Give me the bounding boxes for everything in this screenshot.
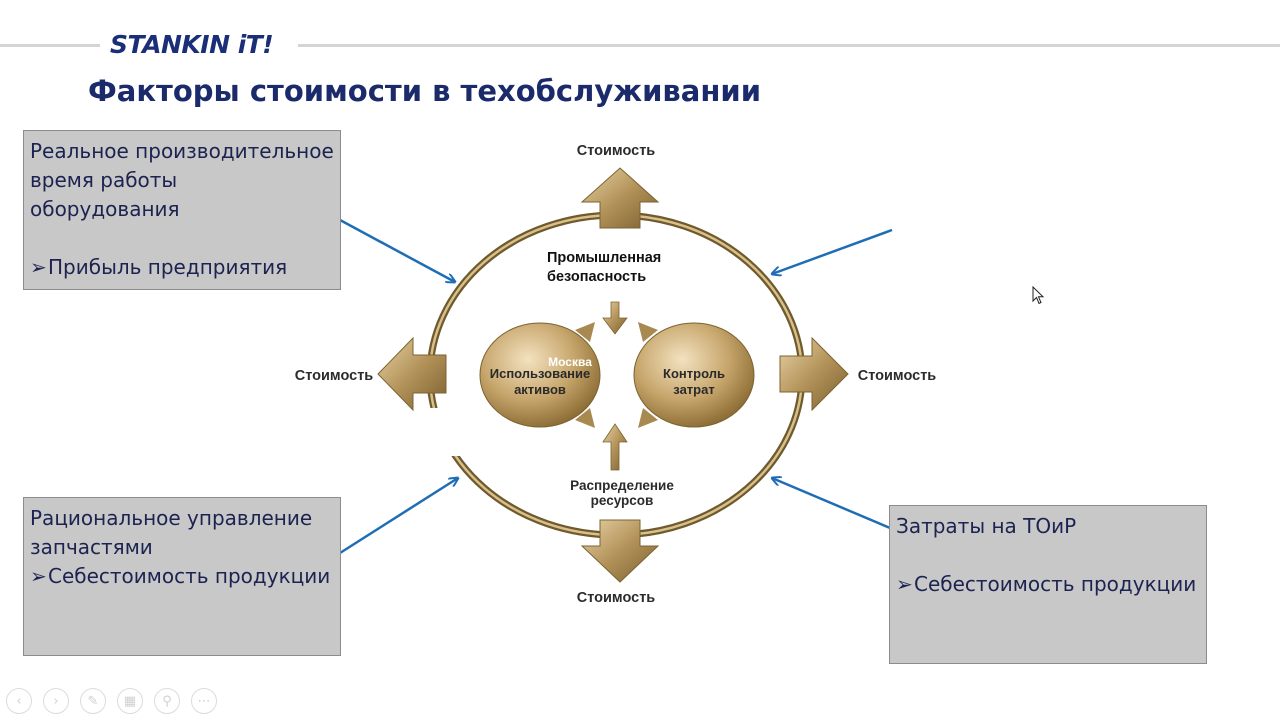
box-line: оборудования xyxy=(30,197,180,221)
pen-icon[interactable]: ✎ xyxy=(80,688,106,714)
safety-label-line1: Промышленная xyxy=(547,250,661,266)
box-bullet-text: Себестоимость продукции xyxy=(48,564,331,588)
cost-arrow-up xyxy=(580,167,660,229)
box-bullet: ➢Себестоимость продукции xyxy=(30,562,334,591)
box-line: Реальное производительное xyxy=(30,139,334,163)
header-line-right xyxy=(298,44,1280,47)
prev-icon[interactable]: ‹ xyxy=(6,688,32,714)
header-line-left xyxy=(0,44,100,47)
cost-label-top: Стоимость xyxy=(577,143,656,159)
assets-sphere xyxy=(479,322,601,428)
box-line: Рациональное управление xyxy=(30,506,313,530)
assets-label-line1: Использование xyxy=(490,366,591,381)
next-icon[interactable]: › xyxy=(43,688,69,714)
safety-label-line2: безопасность xyxy=(547,269,646,285)
bullet-arrow-icon: ➢ xyxy=(896,572,913,596)
cost-label-left: Стоимость xyxy=(295,368,374,384)
box-maintenance-costs: Затраты на ТОиР ➢Себестоимость продукции xyxy=(889,505,1207,664)
connector-top-left xyxy=(339,218,455,282)
connector-bottom-right xyxy=(772,478,891,530)
box-bullet-text: Себестоимость продукции xyxy=(914,572,1197,596)
resources-label-line2: ресурсов xyxy=(591,493,654,508)
cost-arrow-down xyxy=(580,519,660,583)
control-sphere xyxy=(633,322,755,428)
cost-arrow-left xyxy=(377,336,447,412)
more-icon[interactable]: ⋯ xyxy=(191,688,217,714)
mouse-cursor-icon xyxy=(1032,286,1045,305)
box-line: Затраты на ТОиР xyxy=(896,514,1077,538)
safety-down-arrow xyxy=(602,301,628,335)
bullet-arrow-icon: ➢ xyxy=(30,255,47,279)
box-line: время работы xyxy=(30,168,178,192)
zoom-icon[interactable]: ⚲ xyxy=(154,688,180,714)
box-bullet-text: Прибыль предприятия xyxy=(48,255,288,279)
connector-bottom-left xyxy=(339,478,458,555)
slide-title: Факторы стоимости в техобслуживании xyxy=(88,74,762,108)
control-label-line1: Контроль xyxy=(663,366,725,381)
slideshow-controls: ‹ › ✎ ▦ ⚲ ⋯ xyxy=(6,688,217,714)
connector-top-right xyxy=(772,228,893,274)
assets-label-line2: активов xyxy=(514,382,566,397)
logo: STANKIN iT! xyxy=(110,30,274,59)
cost-label-right: Стоимость xyxy=(858,368,937,384)
cost-arrow-right xyxy=(779,336,849,412)
resources-label-line1: Распределение xyxy=(570,478,674,493)
slides-icon[interactable]: ▦ xyxy=(117,688,143,714)
box-bullet: ➢Прибыль предприятия xyxy=(30,253,334,282)
control-label-line2: затрат xyxy=(673,382,714,397)
box-spare-parts: Рациональное управление запчастями ➢Себе… xyxy=(23,497,341,656)
cost-label-bottom: Стоимость xyxy=(577,590,656,606)
overlay-label: Москва xyxy=(548,355,592,369)
ring-gap xyxy=(410,408,460,456)
box-bullet: ➢Себестоимость продукции xyxy=(896,570,1200,599)
box-productive-time: Реальное производительное время работы о… xyxy=(23,130,341,290)
box-line: запчастями xyxy=(30,535,153,559)
resources-up-arrow xyxy=(602,423,628,471)
bullet-arrow-icon: ➢ xyxy=(30,564,47,588)
